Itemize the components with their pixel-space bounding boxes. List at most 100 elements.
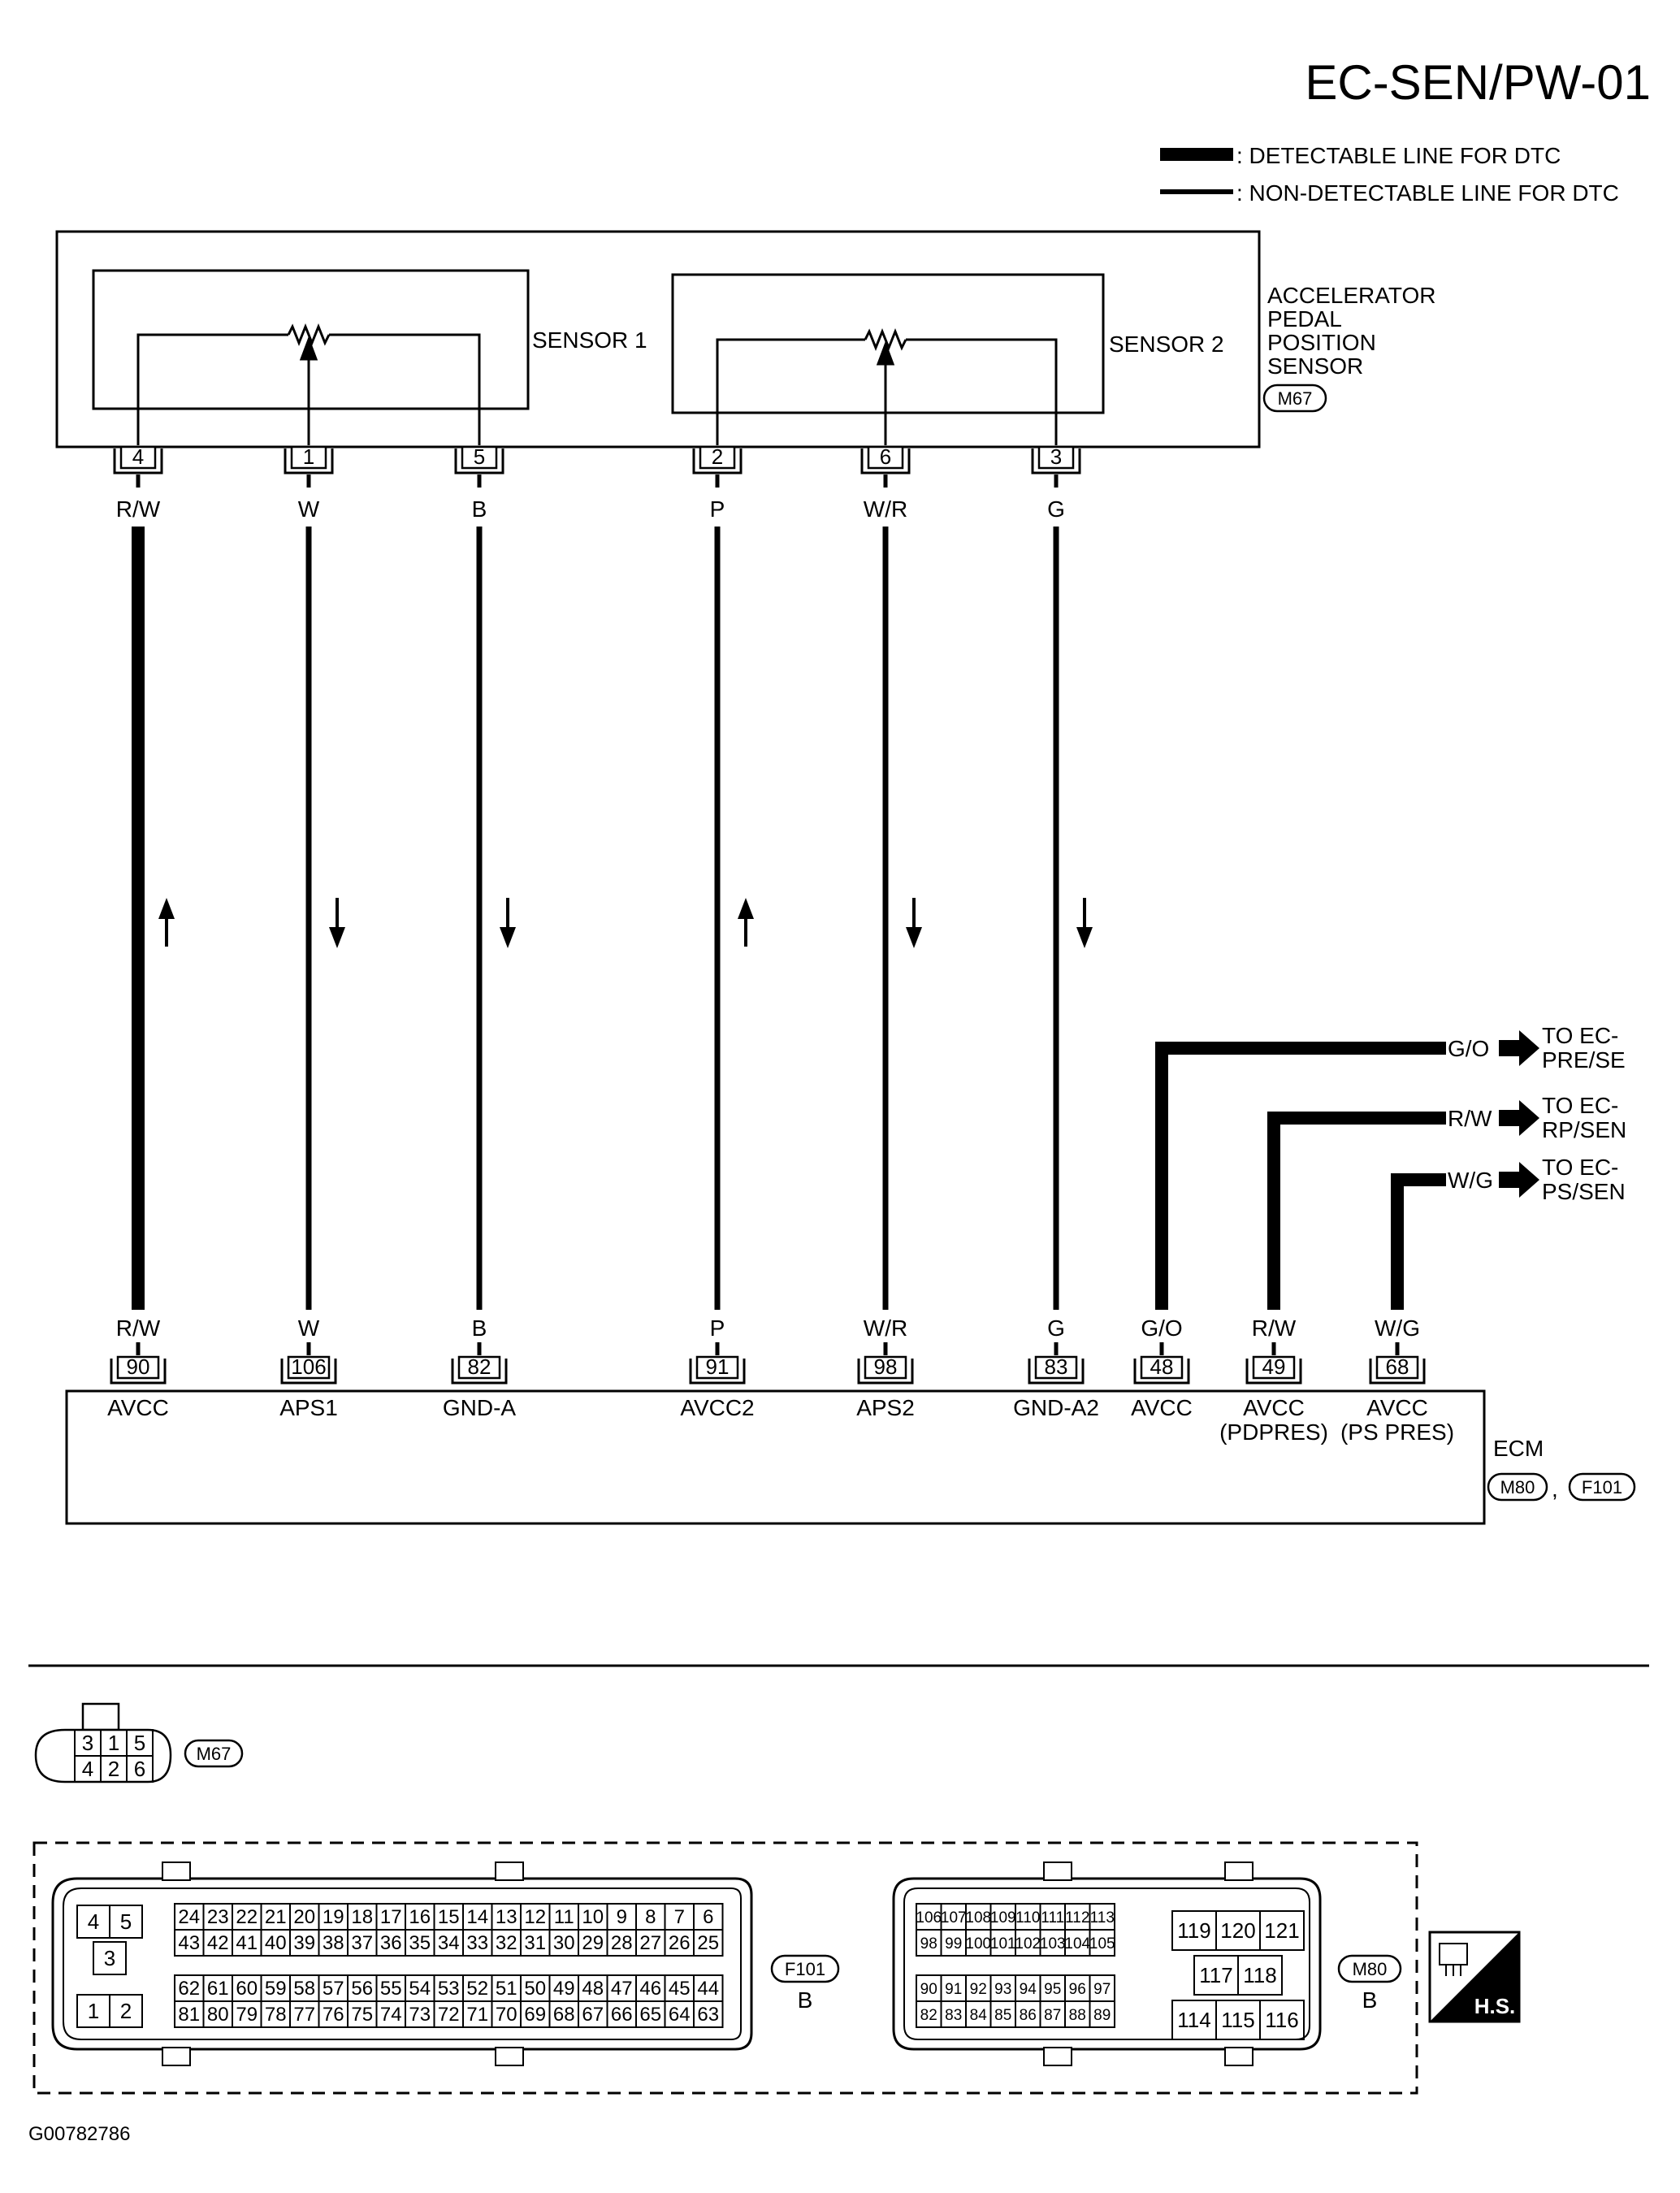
ecm-pin-number: 106 [291, 1354, 326, 1379]
f101-cell-number: 27 [639, 1932, 661, 1954]
f101-cell [693, 1929, 724, 1957]
wire-color-top: G [1047, 496, 1065, 522]
sensor-name-line-2: PEDAL [1267, 306, 1342, 332]
f101-cell-number: 78 [265, 2004, 287, 2026]
ecm-pin-box [1252, 1355, 1296, 1380]
f101-cell-number: 71 [466, 2004, 488, 2026]
sensor-pin-number: 2 [712, 444, 723, 469]
f101-cell-number: 24 [178, 1906, 200, 1928]
f101-cell-number: 8 [645, 1906, 656, 1928]
ecm-signal-label: GND-A [443, 1395, 517, 1420]
f101-cell-number: 26 [669, 1932, 691, 1954]
f101-cell-number: 54 [409, 1978, 431, 2000]
output-wire-line [1155, 1042, 1446, 1310]
ecm: ECM M80 , F101 [65, 1389, 1636, 1525]
f101-big-cell-number: 4 [88, 1909, 99, 1934]
ecm-pin-number: 82 [468, 1354, 491, 1379]
m67-cell-number: 1 [108, 1731, 119, 1755]
f101-cell-number: 67 [582, 2004, 604, 2026]
page-title: EC-SEN/PW-01 [1305, 55, 1651, 110]
signal-up-arrow-icon [738, 898, 754, 919]
f101-cell-number: 66 [611, 2004, 633, 2026]
m67-cell-number: 6 [134, 1757, 145, 1781]
sensor-connector-id: M67 [1278, 388, 1313, 409]
f101-cell-number: 64 [669, 2004, 691, 2026]
ecm-pin-box [1140, 1355, 1184, 1380]
f101-big-cell [93, 1941, 127, 1975]
m80-cell-number: 94 [1020, 1981, 1037, 1998]
m80-big-cell-number: 121 [1264, 1918, 1299, 1943]
f101-cell-number: 76 [323, 2004, 344, 2026]
f101-big-cell-number: 3 [104, 1946, 115, 1970]
m80-cell-number: 113 [1090, 1909, 1115, 1926]
f101-cell-number: 70 [496, 2004, 517, 2026]
f101-cell [693, 2000, 724, 2028]
m80-cell-number: 101 [990, 1935, 1016, 1952]
m80-big-cell-number: 115 [1221, 2008, 1254, 2032]
ecm-pin-bracket [1133, 1359, 1190, 1385]
wire-color-bottom: W/R [864, 1315, 907, 1341]
output-dest-line-2: PS/SEN [1542, 1179, 1626, 1204]
ecm-connector-badge-2 [1568, 1472, 1636, 1502]
f101-cell-number: 31 [524, 1932, 546, 1954]
ecm-pin-bracket [857, 1359, 914, 1385]
figure-code: G00782786 [28, 2123, 130, 2145]
ecm-signal-label: GND-A2 [1013, 1395, 1099, 1420]
m80-cell-number: 110 [1015, 1909, 1040, 1926]
right-arrow-icon [1499, 1162, 1539, 1198]
f101-cell-number: 73 [409, 2004, 431, 2026]
m80-cell-number: 106 [916, 1909, 942, 1926]
f101-cell-number: 45 [669, 1978, 691, 2000]
sensor-pin-number: 4 [132, 444, 144, 469]
output-color-bottom: R/W [1252, 1315, 1297, 1341]
sensor-pin-number: 3 [1050, 444, 1062, 469]
right-arrow-icon [1499, 1030, 1539, 1066]
f101-cell-number: 58 [293, 1978, 315, 2000]
ecm-pin-bracket [689, 1359, 746, 1385]
f101-cell-number: 80 [207, 2004, 229, 2026]
wire-color-top: R/W [116, 496, 161, 522]
f101-cell-number: 15 [438, 1906, 460, 1928]
f101-cell-number: 44 [697, 1978, 719, 2000]
output-dest-line-1: TO EC- [1542, 1093, 1618, 1118]
harness-side-symbol: H.S. [1428, 1931, 1521, 2023]
f101-big-cell [109, 1905, 143, 1939]
f101-face-id: F101 [785, 1959, 825, 1979]
sensor-pin-number: 6 [880, 444, 891, 469]
ecm-connector-id-1: M80 [1500, 1477, 1535, 1497]
sensor2-label: SENSOR 2 [1109, 332, 1224, 357]
ecm-pin-box [1034, 1355, 1078, 1380]
output-dest-line-2: RP/SEN [1542, 1117, 1626, 1142]
ecm-signal-label-2: (PDPRES) [1219, 1419, 1328, 1445]
m80-cell-number: 87 [1044, 2007, 1061, 2024]
m80-cell-number: 85 [994, 2007, 1011, 2024]
f101-cell-number: 47 [611, 1978, 633, 2000]
m80-cell-number: 89 [1093, 2007, 1111, 2024]
sensor-name-line-1: ACCELERATOR [1267, 283, 1435, 308]
f101-cell-number: 33 [466, 1932, 488, 1954]
sensor-pin-bracket [284, 449, 334, 475]
signal-down-arrow-icon [500, 927, 516, 948]
output-dest-line-1: TO EC- [1542, 1023, 1618, 1048]
f101-cell-number: 46 [639, 1978, 661, 2000]
f101-cell-number: 39 [293, 1932, 315, 1954]
f101-face-badge [770, 1954, 840, 1983]
sensor-pin-box [1037, 445, 1075, 470]
f101-cell-number: 11 [554, 1906, 574, 1928]
sensor-connector-badge [1262, 384, 1327, 413]
f101-cell-number: 25 [697, 1932, 719, 1954]
m80-cell-number: 108 [965, 1909, 991, 1926]
ecm-pin-box [864, 1355, 907, 1380]
f101-cell-number: 34 [438, 1932, 460, 1954]
signal-up-arrow-icon [158, 898, 175, 919]
m80-cell-number: 95 [1044, 1981, 1061, 1998]
wire-color-bottom: B [472, 1315, 487, 1341]
m67-cell [126, 1755, 154, 1783]
f101-cell-number: 49 [553, 1978, 575, 2000]
m80-big-cell-number: 119 [1177, 1918, 1210, 1943]
m80-big-cell-number: 114 [1177, 2008, 1210, 2032]
